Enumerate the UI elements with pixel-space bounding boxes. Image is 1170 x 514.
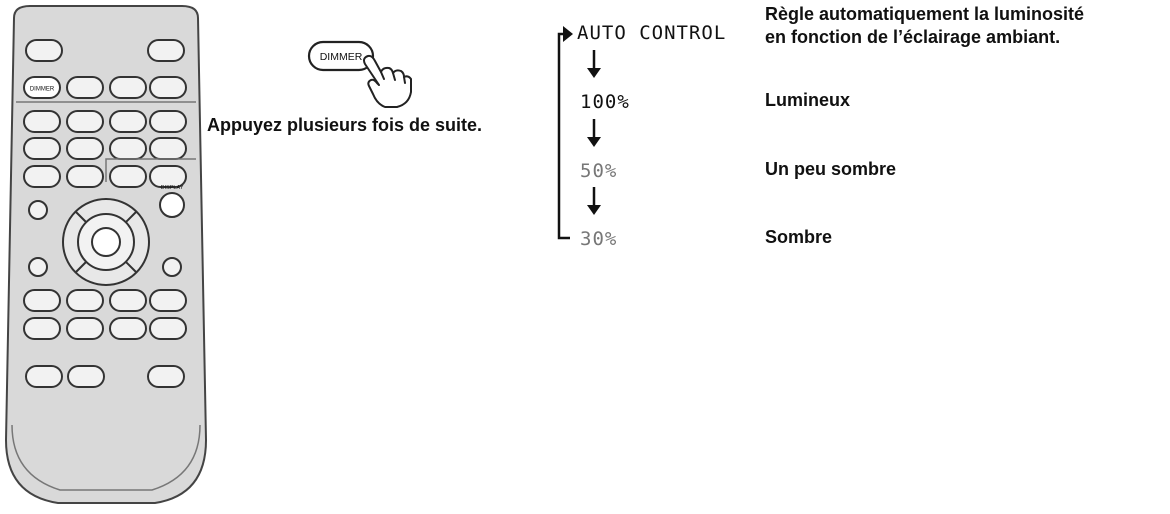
dimmer-button[interactable] xyxy=(307,40,375,72)
remote-button[interactable] xyxy=(23,317,61,340)
display-readout-30: 30% xyxy=(580,228,618,250)
remote-navigation-pad[interactable] xyxy=(62,198,150,286)
remote-button[interactable] xyxy=(66,317,104,340)
description-line: Règle automatiquement la luminosité xyxy=(765,4,1085,24)
remote-button[interactable] xyxy=(149,110,187,133)
remote-button[interactable] xyxy=(23,137,61,160)
description-un-peu-sombre: Un peu sombre xyxy=(765,159,897,179)
step-arrow-down-icon xyxy=(587,50,601,78)
remote-button[interactable] xyxy=(149,165,187,188)
remote-button[interactable] xyxy=(109,110,147,133)
remote-display-key-label: DISPLAY xyxy=(161,185,184,191)
remote-button[interactable] xyxy=(23,289,61,312)
cycle-diagram xyxy=(557,26,601,240)
remote-dimmer-key-label: DIMMER xyxy=(30,87,55,93)
remote-small-button[interactable] xyxy=(28,200,48,220)
remote-button[interactable] xyxy=(66,165,104,188)
display-readout-auto-control: AUTO CONTROL xyxy=(577,22,727,44)
remote-button[interactable] xyxy=(23,165,61,188)
remote-button[interactable] xyxy=(23,110,61,133)
remote-button[interactable] xyxy=(109,76,147,99)
instruction-text: Appuyez plusieurs fois de suite. xyxy=(207,115,483,135)
remote-button[interactable] xyxy=(109,289,147,312)
display-readout-100: 100% xyxy=(580,91,630,113)
remote-button[interactable] xyxy=(149,137,187,160)
description-auto-control: Règle automatiquement la luminosité en f… xyxy=(765,3,1084,49)
remote-dimmer-key[interactable] xyxy=(23,76,61,99)
remote-button[interactable] xyxy=(25,39,63,62)
pressing-finger-icon xyxy=(363,54,412,108)
step-arrow-down-icon xyxy=(587,187,601,215)
description-lumineux: Lumineux xyxy=(765,90,851,110)
description-line: en fonction de l’éclairage ambiant. xyxy=(765,27,1061,47)
remote-button[interactable] xyxy=(149,76,187,99)
step-arrow-down-icon xyxy=(587,119,601,147)
remote-button[interactable] xyxy=(66,76,104,99)
remote-button[interactable] xyxy=(25,365,63,388)
remote-button[interactable] xyxy=(67,365,105,388)
cycle-return-line xyxy=(557,32,570,240)
remote-control: DIMMER DISPLAY xyxy=(4,5,208,504)
dimmer-button-label: DIMMER xyxy=(320,51,363,63)
remote-small-button[interactable] xyxy=(28,257,48,277)
remote-button[interactable] xyxy=(66,289,104,312)
remote-button[interactable] xyxy=(109,137,147,160)
remote-button[interactable] xyxy=(149,317,187,340)
remote-display-key[interactable] xyxy=(159,192,185,218)
remote-button[interactable] xyxy=(147,39,185,62)
dimmer-press-illustration: DIMMER xyxy=(307,40,412,108)
remote-button[interactable] xyxy=(109,165,147,188)
remote-button[interactable] xyxy=(147,365,185,388)
remote-button[interactable] xyxy=(66,137,104,160)
display-readout-50: 50% xyxy=(580,160,618,182)
remote-small-button[interactable] xyxy=(162,257,182,277)
remote-button[interactable] xyxy=(149,289,187,312)
remote-button[interactable] xyxy=(66,110,104,133)
remote-button[interactable] xyxy=(109,317,147,340)
cycle-return-arrowhead xyxy=(563,26,573,42)
description-sombre: Sombre xyxy=(765,227,833,247)
